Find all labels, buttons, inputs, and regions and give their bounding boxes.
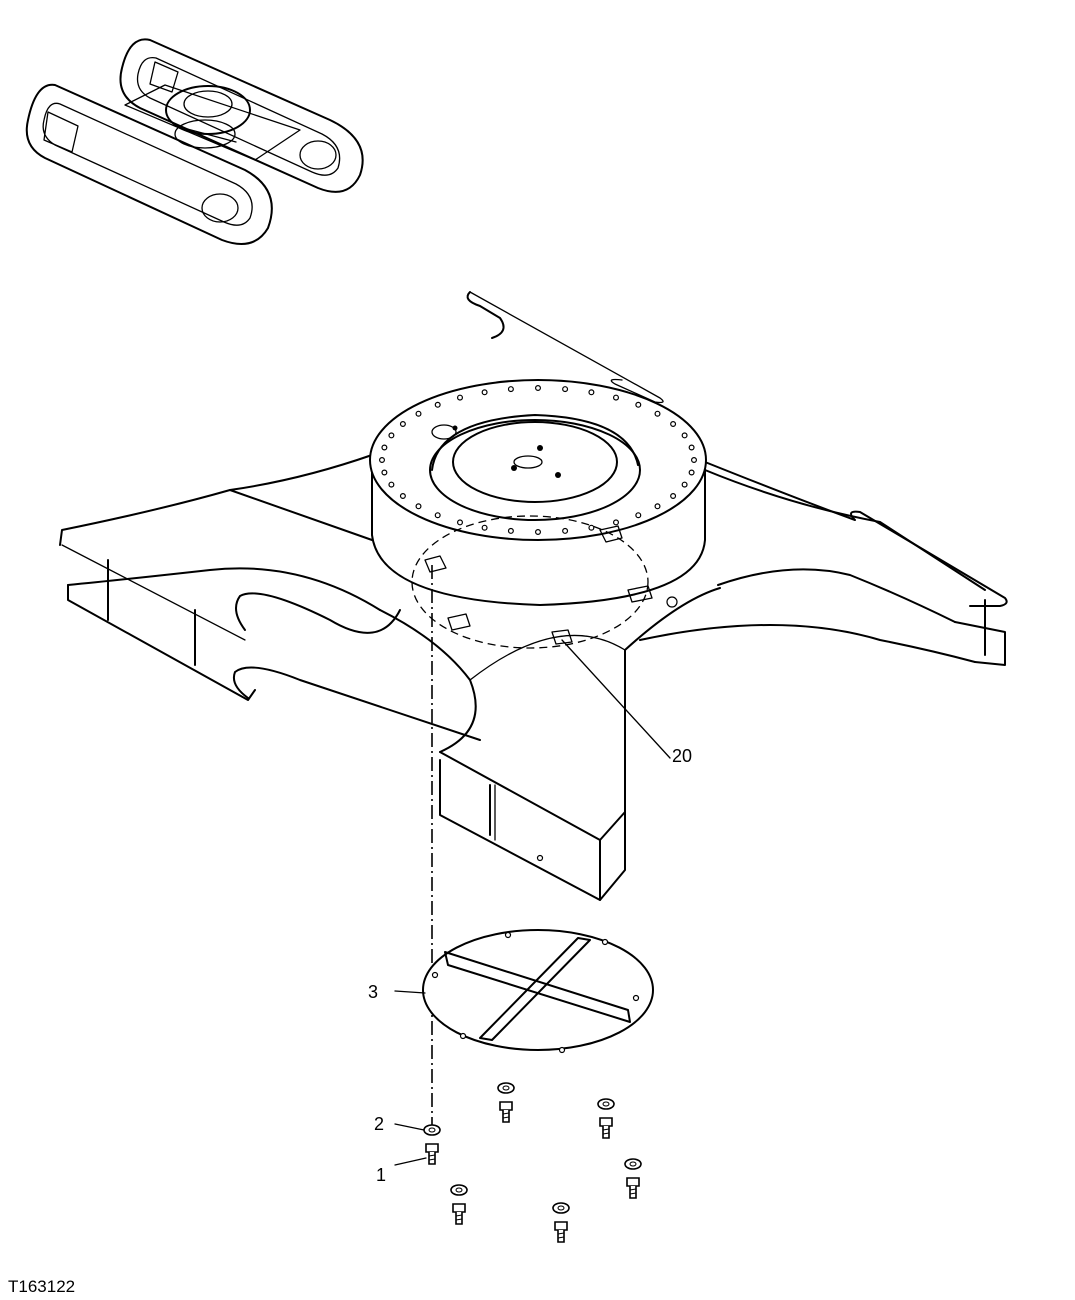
- callout-1: 1: [376, 1165, 386, 1185]
- ring-bolt-hole: [612, 519, 619, 526]
- cover-plate: [422, 929, 654, 1054]
- bolt-washer-assembly: [624, 1158, 642, 1199]
- ring-bolt-hole: [588, 389, 595, 396]
- ring-bolt-hole: [534, 385, 541, 392]
- ring-bolt-hole: [635, 401, 642, 408]
- ring-bolt-hole: [434, 512, 441, 519]
- leader-lines: [394, 639, 671, 1166]
- ring-bolt-hole: [388, 432, 395, 439]
- bolt-washer-assembly: [497, 1082, 515, 1123]
- ring-bolt-hole: [381, 444, 388, 451]
- ring-bolt-hole: [434, 401, 441, 408]
- ring-bolt-hole: [381, 469, 388, 476]
- ring-bolt-hole: [688, 469, 695, 476]
- track-frame: [59, 291, 1008, 901]
- callout-20: 20: [672, 746, 692, 766]
- callout-2: 2: [374, 1114, 384, 1134]
- ring-bolt-hole: [670, 493, 677, 500]
- swing-bearing: [369, 379, 707, 649]
- ring-bolt-hole: [457, 394, 464, 401]
- ring-bolt-hole: [379, 457, 386, 464]
- ring-bolt-hole: [481, 524, 488, 531]
- callout-3: 3: [368, 982, 378, 1002]
- ring-bolt-hole: [681, 481, 688, 488]
- locator-thumbnail: [25, 38, 364, 245]
- ring-bolt-hole: [562, 386, 569, 393]
- ring-bolt-hole: [654, 503, 661, 510]
- figure-id: T163122: [8, 1277, 75, 1296]
- ring-bolt-hole: [654, 410, 661, 417]
- ring-bolt-hole: [415, 503, 422, 510]
- ring-bolt-hole: [507, 527, 514, 534]
- ring-bolt-holes: [379, 385, 697, 535]
- ring-bolt-hole: [457, 519, 464, 526]
- ring-bolt-hole: [562, 527, 569, 534]
- ring-bolt-hole: [415, 410, 422, 417]
- ring-bolt-hole: [690, 457, 697, 464]
- bolts: [423, 1082, 642, 1243]
- ring-bolt-hole: [534, 528, 541, 535]
- ring-bolt-hole: [670, 421, 677, 428]
- ring-bolt-hole: [507, 386, 514, 393]
- ring-bolt-hole: [399, 493, 406, 500]
- ring-bolt-hole: [388, 481, 395, 488]
- ring-bolt-hole: [481, 389, 488, 396]
- ring-bolt-hole: [612, 394, 619, 401]
- bolt-washer-assembly: [552, 1202, 570, 1243]
- ring-bolt-hole: [588, 524, 595, 531]
- bolt-washer-assembly: [450, 1184, 468, 1225]
- ring-bolt-hole: [399, 421, 406, 428]
- bolt-washer-assembly: [597, 1098, 615, 1139]
- ring-bolt-hole: [688, 444, 695, 451]
- ring-bolt-hole: [635, 512, 642, 519]
- ring-bolt-hole: [681, 432, 688, 439]
